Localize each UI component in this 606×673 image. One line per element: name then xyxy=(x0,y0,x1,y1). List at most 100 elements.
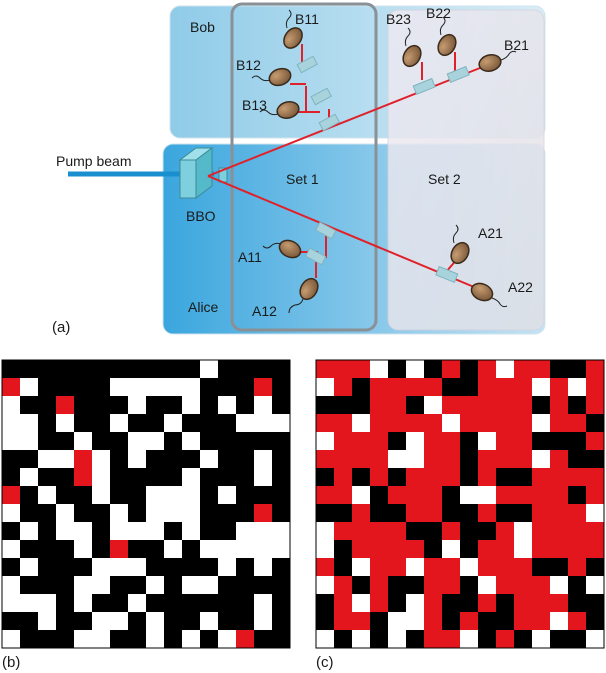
grid-cell xyxy=(514,486,533,505)
grid-cell xyxy=(272,558,291,577)
grid-cell xyxy=(254,468,273,487)
grid-cell xyxy=(146,540,165,559)
detectors xyxy=(268,27,502,302)
grid-cell xyxy=(236,576,255,595)
grid-cell xyxy=(424,360,443,379)
grid-cell xyxy=(406,504,425,523)
grid-cell xyxy=(2,468,21,487)
grid-cell xyxy=(514,576,533,595)
grid-cell xyxy=(586,378,605,397)
grid-cell xyxy=(164,432,183,451)
grid-cell xyxy=(568,378,587,397)
grid-cell xyxy=(532,522,551,541)
grid-cell xyxy=(254,360,273,379)
grid-cell xyxy=(20,378,39,397)
grid-cell xyxy=(2,378,21,397)
detector-label-b23: B23 xyxy=(386,11,411,27)
beam-splitters xyxy=(296,55,470,284)
grid-cell xyxy=(442,558,461,577)
grid-cell xyxy=(74,486,93,505)
grid-cell xyxy=(38,540,57,559)
grid-cell xyxy=(218,486,237,505)
grid-cell xyxy=(460,486,479,505)
grid-cell xyxy=(56,468,75,487)
grid-cell xyxy=(514,450,533,469)
grid-cell xyxy=(254,504,273,523)
grid-cell xyxy=(388,378,407,397)
grid-cell xyxy=(496,414,515,433)
grid-cell xyxy=(38,468,57,487)
grid-cell xyxy=(200,594,219,613)
grid-cell xyxy=(550,360,569,379)
grid-cell xyxy=(370,558,389,577)
grid-cell xyxy=(406,486,425,505)
grid-cell xyxy=(110,612,129,631)
grid-cell xyxy=(110,576,129,595)
grid-cell xyxy=(442,432,461,451)
grid-cell xyxy=(38,558,57,577)
grid-cell xyxy=(74,396,93,415)
grid-cell xyxy=(316,522,335,541)
grid-cell xyxy=(128,594,147,613)
detector-b21 xyxy=(478,54,502,72)
grid-cell xyxy=(200,414,219,433)
grid-cell xyxy=(316,594,335,613)
grid-cell xyxy=(128,396,147,415)
grid-cell xyxy=(56,558,75,577)
grid-cell xyxy=(334,450,353,469)
grid-cell xyxy=(388,360,407,379)
grid-cell xyxy=(424,522,443,541)
grid-cell xyxy=(200,576,219,595)
grid-cell xyxy=(442,594,461,613)
grid-cell xyxy=(110,486,129,505)
grid-cell xyxy=(406,378,425,397)
grid-cell xyxy=(388,630,407,649)
grid-cell xyxy=(254,486,273,505)
grid-cell xyxy=(38,450,57,469)
grid-cell xyxy=(20,486,39,505)
grid-cell xyxy=(532,486,551,505)
grid-cell xyxy=(424,468,443,487)
grid-cell xyxy=(182,558,201,577)
grid-cell xyxy=(442,612,461,631)
grid-cell xyxy=(2,576,21,595)
grid-cell xyxy=(460,612,479,631)
grid-cell xyxy=(218,576,237,595)
grid-cell xyxy=(496,540,515,559)
grid-cell xyxy=(218,396,237,415)
grid-cell xyxy=(164,468,183,487)
grid-cell xyxy=(20,432,39,451)
grid-cell xyxy=(370,576,389,595)
grid-cell xyxy=(514,432,533,451)
grid-cell xyxy=(514,522,533,541)
grid-cell xyxy=(406,522,425,541)
grid-cell xyxy=(424,630,443,649)
grid-cell xyxy=(316,486,335,505)
grid-cell xyxy=(496,576,515,595)
pattern-grid-c xyxy=(315,359,605,649)
grid-cell xyxy=(56,414,75,433)
grid-cell xyxy=(532,612,551,631)
grid-cell xyxy=(568,414,587,433)
grid-cell xyxy=(182,468,201,487)
grid-cell xyxy=(478,540,497,559)
grid-cell xyxy=(146,504,165,523)
grid-cell xyxy=(218,432,237,451)
grid-cell xyxy=(272,432,291,451)
grid-cell xyxy=(352,360,371,379)
detector-a21 xyxy=(450,241,470,265)
grid-cell xyxy=(532,540,551,559)
grid-cell xyxy=(550,450,569,469)
detector-label-a11: A11 xyxy=(238,249,262,265)
grid-cell xyxy=(370,522,389,541)
grid-cell xyxy=(128,630,147,649)
grid-cell xyxy=(200,486,219,505)
grid-cell xyxy=(370,450,389,469)
grid-cell xyxy=(586,504,605,523)
grid-cell xyxy=(460,576,479,595)
grid-cell xyxy=(586,360,605,379)
grid-cell xyxy=(406,558,425,577)
grid-cell xyxy=(56,522,75,541)
grid-cell xyxy=(236,360,255,379)
grid-cell xyxy=(2,486,21,505)
